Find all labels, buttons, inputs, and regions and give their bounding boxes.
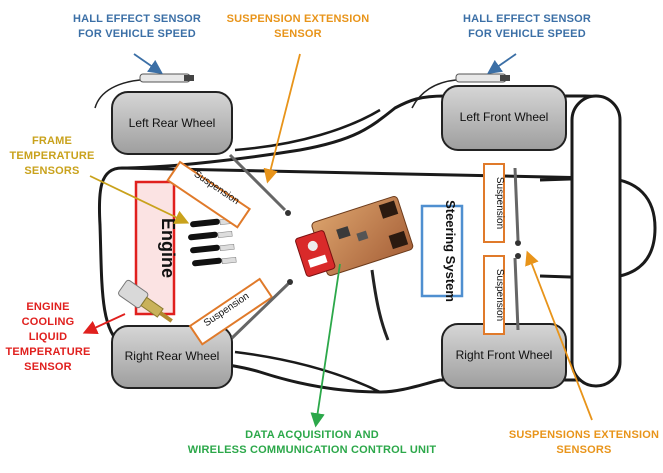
steering-system-label: Steering System	[443, 200, 458, 302]
wheel-left-rear: Left Rear Wheel	[111, 91, 233, 155]
chassis-inner-bottom	[234, 350, 381, 394]
front-bumper	[570, 94, 622, 388]
steering-system-box: Steering System	[420, 200, 464, 302]
suspension-front-left-label: Suspension	[494, 177, 505, 229]
suspension-front-left: Suspension	[483, 163, 521, 246]
arrow-frame-temp	[89, 175, 190, 224]
suspension-front-right: Suspension	[483, 253, 521, 335]
engine-label: Engine	[158, 218, 178, 278]
arrow-daq	[310, 263, 341, 428]
hall-sensor-left	[94, 73, 194, 109]
wheel-right-front: Right Front Wheel	[441, 323, 567, 389]
hall-sensor-right	[411, 73, 510, 109]
arrow-hall-left	[133, 53, 163, 75]
wheel-right-rear-label: Right Rear Wheel	[125, 349, 220, 363]
wheel-left-rear-label: Left Rear Wheel	[129, 116, 216, 130]
coolant-temperature-sensor	[118, 279, 173, 323]
arrow-engine-cool	[82, 313, 126, 335]
arrow-hall-right	[487, 53, 517, 75]
wheel-left-front-label: Left Front Wheel	[460, 110, 549, 124]
front-nose	[539, 176, 657, 280]
suspension-front-right-label: Suspension	[494, 269, 505, 321]
wheel-left-front: Left Front Wheel	[441, 85, 567, 151]
frame-temperature-sensors	[188, 217, 237, 267]
daq-unit	[295, 195, 414, 341]
arrow-susp-top	[263, 53, 301, 184]
arrow-susp-bottom	[525, 250, 593, 421]
suspension-rear-right: Suspension	[188, 277, 293, 346]
chassis-inner-top	[234, 108, 381, 152]
wheel-right-front-label: Right Front Wheel	[456, 348, 553, 362]
